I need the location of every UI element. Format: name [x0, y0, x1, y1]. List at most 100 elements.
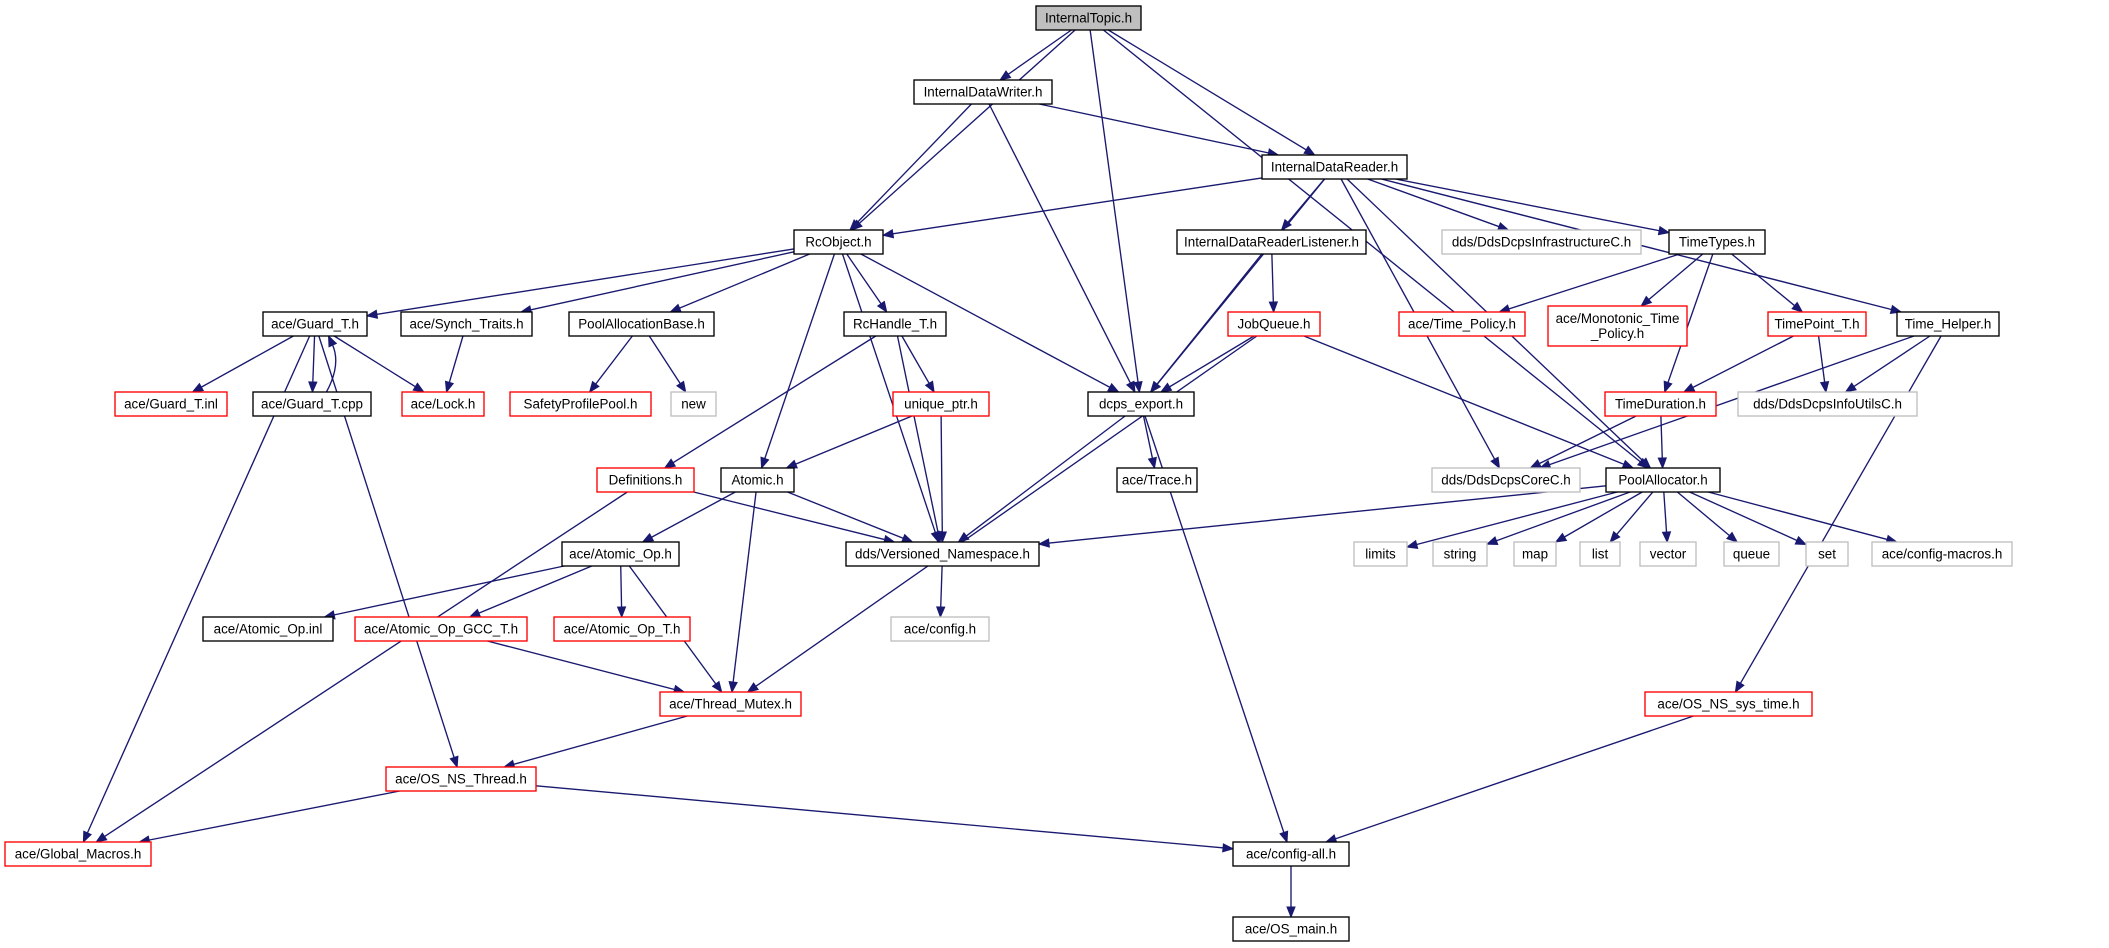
node-box[interactable] [401, 391, 485, 417]
node-internaldatawriter[interactable]: InternalDataWriter.h [913, 79, 1053, 105]
node-box[interactable] [1431, 467, 1581, 493]
node-list[interactable]: list [1579, 541, 1621, 567]
node-box[interactable] [1441, 229, 1642, 255]
node-box[interactable] [1513, 541, 1557, 567]
node-new[interactable]: new [670, 391, 717, 417]
node-synchtraits[interactable]: ace/Synch_Traits.h [400, 311, 533, 337]
node-box[interactable] [1805, 541, 1849, 567]
node-box[interactable] [1896, 311, 2000, 337]
node-box[interactable] [509, 391, 652, 417]
node-timeduration[interactable]: TimeDuration.h [1604, 391, 1717, 417]
node-atomic[interactable]: Atomic.h [720, 467, 795, 493]
node-box[interactable] [1644, 691, 1813, 717]
node-box[interactable] [354, 616, 528, 642]
node-box[interactable] [385, 766, 537, 792]
node-box[interactable] [1398, 311, 1526, 337]
node-box[interactable] [720, 467, 795, 493]
node-timehelper[interactable]: Time_Helper.h [1896, 311, 2000, 337]
node-atomicop[interactable]: ace/Atomic_Op.h [561, 541, 680, 567]
node-osnssystime[interactable]: ace/OS_NS_sys_time.h [1644, 691, 1813, 717]
node-box[interactable] [670, 391, 717, 417]
node-box[interactable] [845, 541, 1040, 567]
node-box[interactable] [843, 311, 947, 337]
node-box[interactable] [561, 541, 680, 567]
node-box[interactable] [1232, 841, 1350, 867]
node-dcpsexport[interactable]: dcps_export.h [1087, 391, 1195, 417]
node-box[interactable] [4, 841, 152, 867]
node-safetyprofilepool[interactable]: SafetyProfilePool.h [509, 391, 652, 417]
node-string[interactable]: string [1432, 541, 1488, 567]
node-box[interactable] [1353, 541, 1408, 567]
node-trace[interactable]: ace/Trace.h [1116, 467, 1198, 493]
node-internaldatareader[interactable]: InternalDataReader.h [1261, 154, 1408, 180]
node-jobqueue[interactable]: JobQueue.h [1227, 311, 1321, 337]
node-osmain[interactable]: ace/OS_main.h [1232, 916, 1350, 942]
node-uniqueptr[interactable]: unique_ptr.h [892, 391, 990, 417]
node-box[interactable] [793, 229, 884, 255]
node-box[interactable] [1723, 541, 1780, 567]
node-box[interactable] [252, 391, 372, 417]
node-atomicopgcct[interactable]: ace/Atomic_Op_GCC_T.h [354, 616, 528, 642]
node-box[interactable] [262, 311, 368, 337]
node-box[interactable] [1579, 541, 1621, 567]
node-osnsthread[interactable]: ace/OS_NS_Thread.h [385, 766, 537, 792]
node-box[interactable] [913, 79, 1053, 105]
node-timepolicy[interactable]: ace/Time_Policy.h [1398, 311, 1526, 337]
node-box[interactable] [1087, 391, 1195, 417]
node-box[interactable] [1767, 311, 1867, 337]
node-box[interactable] [1176, 229, 1367, 255]
node-box[interactable] [1227, 311, 1321, 337]
node-globalmacros[interactable]: ace/Global_Macros.h [4, 841, 152, 867]
node-monotonictime[interactable]: ace/Monotonic_Time_Policy.h [1547, 305, 1688, 347]
node-dcpsinfoutilsc[interactable]: dds/DdsDcpsInfoUtilsC.h [1737, 391, 1918, 417]
node-box[interactable] [114, 391, 228, 417]
node-guardtinl[interactable]: ace/Guard_T.inl [114, 391, 228, 417]
node-dcpscorec[interactable]: dds/DdsDcpsCoreC.h [1431, 467, 1581, 493]
node-box[interactable] [1547, 305, 1688, 347]
node-dcpsinfrastructurec[interactable]: dds/DdsDcpsInfrastructureC.h [1441, 229, 1642, 255]
node-vector[interactable]: vector [1639, 541, 1697, 567]
node-guardtcpp[interactable]: ace/Guard_T.cpp [252, 391, 372, 417]
node-atomicopinl[interactable]: ace/Atomic_Op.inl [202, 616, 334, 642]
node-box[interactable] [1737, 391, 1918, 417]
node-guardt[interactable]: ace/Guard_T.h [262, 311, 368, 337]
node-box[interactable] [1035, 5, 1142, 31]
node-internaldatareaderlistener[interactable]: InternalDataReaderListener.h [1176, 229, 1367, 255]
node-poolallocationbase[interactable]: PoolAllocationBase.h [568, 311, 715, 337]
node-box[interactable] [568, 311, 715, 337]
node-box[interactable] [1871, 541, 2013, 567]
node-poolallocator[interactable]: PoolAllocator.h [1605, 467, 1721, 493]
node-box[interactable] [1605, 467, 1721, 493]
node-box[interactable] [1604, 391, 1717, 417]
node-box[interactable] [1668, 229, 1766, 255]
node-queue[interactable]: queue [1723, 541, 1780, 567]
node-box[interactable] [1639, 541, 1697, 567]
node-rcobject[interactable]: RcObject.h [793, 229, 884, 255]
node-box[interactable] [1116, 467, 1198, 493]
node-versionednamespace[interactable]: dds/Versioned_Namespace.h [845, 541, 1040, 567]
node-set[interactable]: set [1805, 541, 1849, 567]
node-box[interactable] [1261, 154, 1408, 180]
node-box[interactable] [553, 616, 691, 642]
node-configmacros[interactable]: ace/config-macros.h [1871, 541, 2013, 567]
node-configall[interactable]: ace/config-all.h [1232, 841, 1350, 867]
node-box[interactable] [1432, 541, 1488, 567]
node-rchandlet[interactable]: RcHandle_T.h [843, 311, 947, 337]
node-box[interactable] [1232, 916, 1350, 942]
node-box[interactable] [202, 616, 334, 642]
node-threadmutex[interactable]: ace/Thread_Mutex.h [659, 691, 802, 717]
node-box[interactable] [659, 691, 802, 717]
node-box[interactable] [890, 616, 990, 642]
node-box[interactable] [892, 391, 990, 417]
node-atomicopt[interactable]: ace/Atomic_Op_T.h [553, 616, 691, 642]
node-limits[interactable]: limits [1353, 541, 1408, 567]
node-internaltopic[interactable]: InternalTopic.h [1035, 5, 1142, 31]
node-box[interactable] [596, 467, 695, 493]
node-box[interactable] [400, 311, 533, 337]
node-timepointt[interactable]: TimePoint_T.h [1767, 311, 1867, 337]
node-timetypes[interactable]: TimeTypes.h [1668, 229, 1766, 255]
node-definitions[interactable]: Definitions.h [596, 467, 695, 493]
node-map[interactable]: map [1513, 541, 1557, 567]
node-aceconfig[interactable]: ace/config.h [890, 616, 990, 642]
node-acelock[interactable]: ace/Lock.h [401, 391, 485, 417]
